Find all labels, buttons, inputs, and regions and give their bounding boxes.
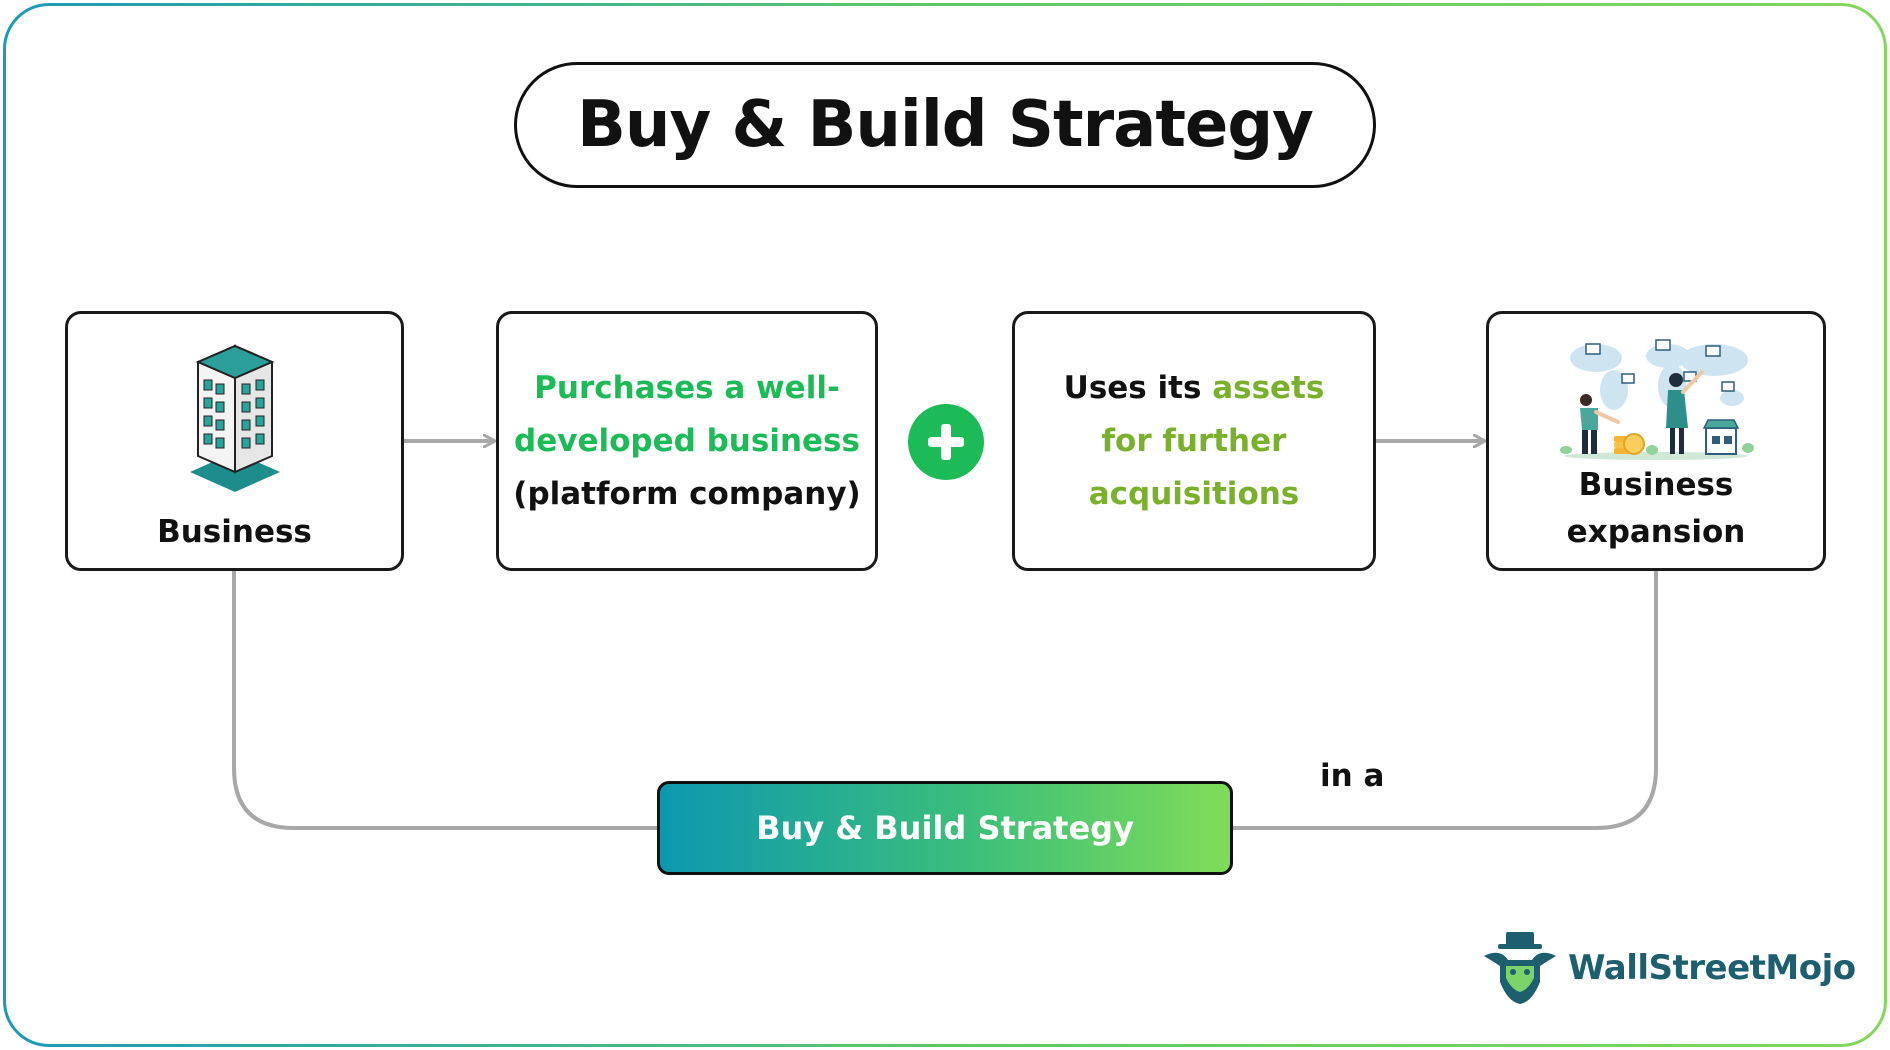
expansion-line-2: expansion <box>1566 514 1746 550</box>
storefront <box>1702 419 1740 455</box>
brand-name: WallStreetMojo <box>1568 948 1856 988</box>
purchase-line-2: developed business <box>514 422 860 459</box>
page-title: Buy & Build Strategy <box>577 88 1314 162</box>
purchase-box: Purchases a well- developed business (pl… <box>496 311 878 571</box>
uses-assets-box: Uses its assets for further acquisitions <box>1012 311 1376 571</box>
strategy-bar: Buy & Build Strategy <box>657 781 1233 875</box>
person-right <box>1666 370 1704 454</box>
uses-line-2: for further <box>1101 422 1287 459</box>
building-icon <box>189 344 280 492</box>
strategy-bar-label: Buy & Build Strategy <box>756 809 1134 847</box>
business-expansion-box: Business expansion <box>1486 311 1826 571</box>
coin-stack <box>1614 433 1645 455</box>
title-pill: Buy & Build Strategy <box>514 62 1376 188</box>
connector-label: in a <box>1320 758 1385 794</box>
line-business-to-strategy <box>232 571 657 830</box>
brand-logo: WallStreetMojo <box>1480 930 1856 1006</box>
expansion-line-1: Business <box>1578 467 1734 503</box>
plus-icon <box>908 404 984 480</box>
business-box: Business <box>65 311 404 571</box>
uses-line-1-plain: Uses its <box>1063 369 1213 406</box>
purchase-line-3: (platform company) <box>513 475 861 512</box>
wallstreetmojo-logo-icon <box>1484 932 1556 1004</box>
purchase-line-1: Purchases a well- <box>534 369 840 406</box>
business-expansion-illustration <box>1560 339 1754 460</box>
uses-line-1: Uses its assets <box>1064 362 1325 415</box>
line-strategy-to-expansion <box>1233 571 1658 830</box>
business-label: Business <box>157 514 312 550</box>
uses-line-3: acquisitions <box>1088 475 1300 512</box>
person-left <box>1580 394 1620 454</box>
uses-line-1-accent: assets <box>1212 369 1325 406</box>
